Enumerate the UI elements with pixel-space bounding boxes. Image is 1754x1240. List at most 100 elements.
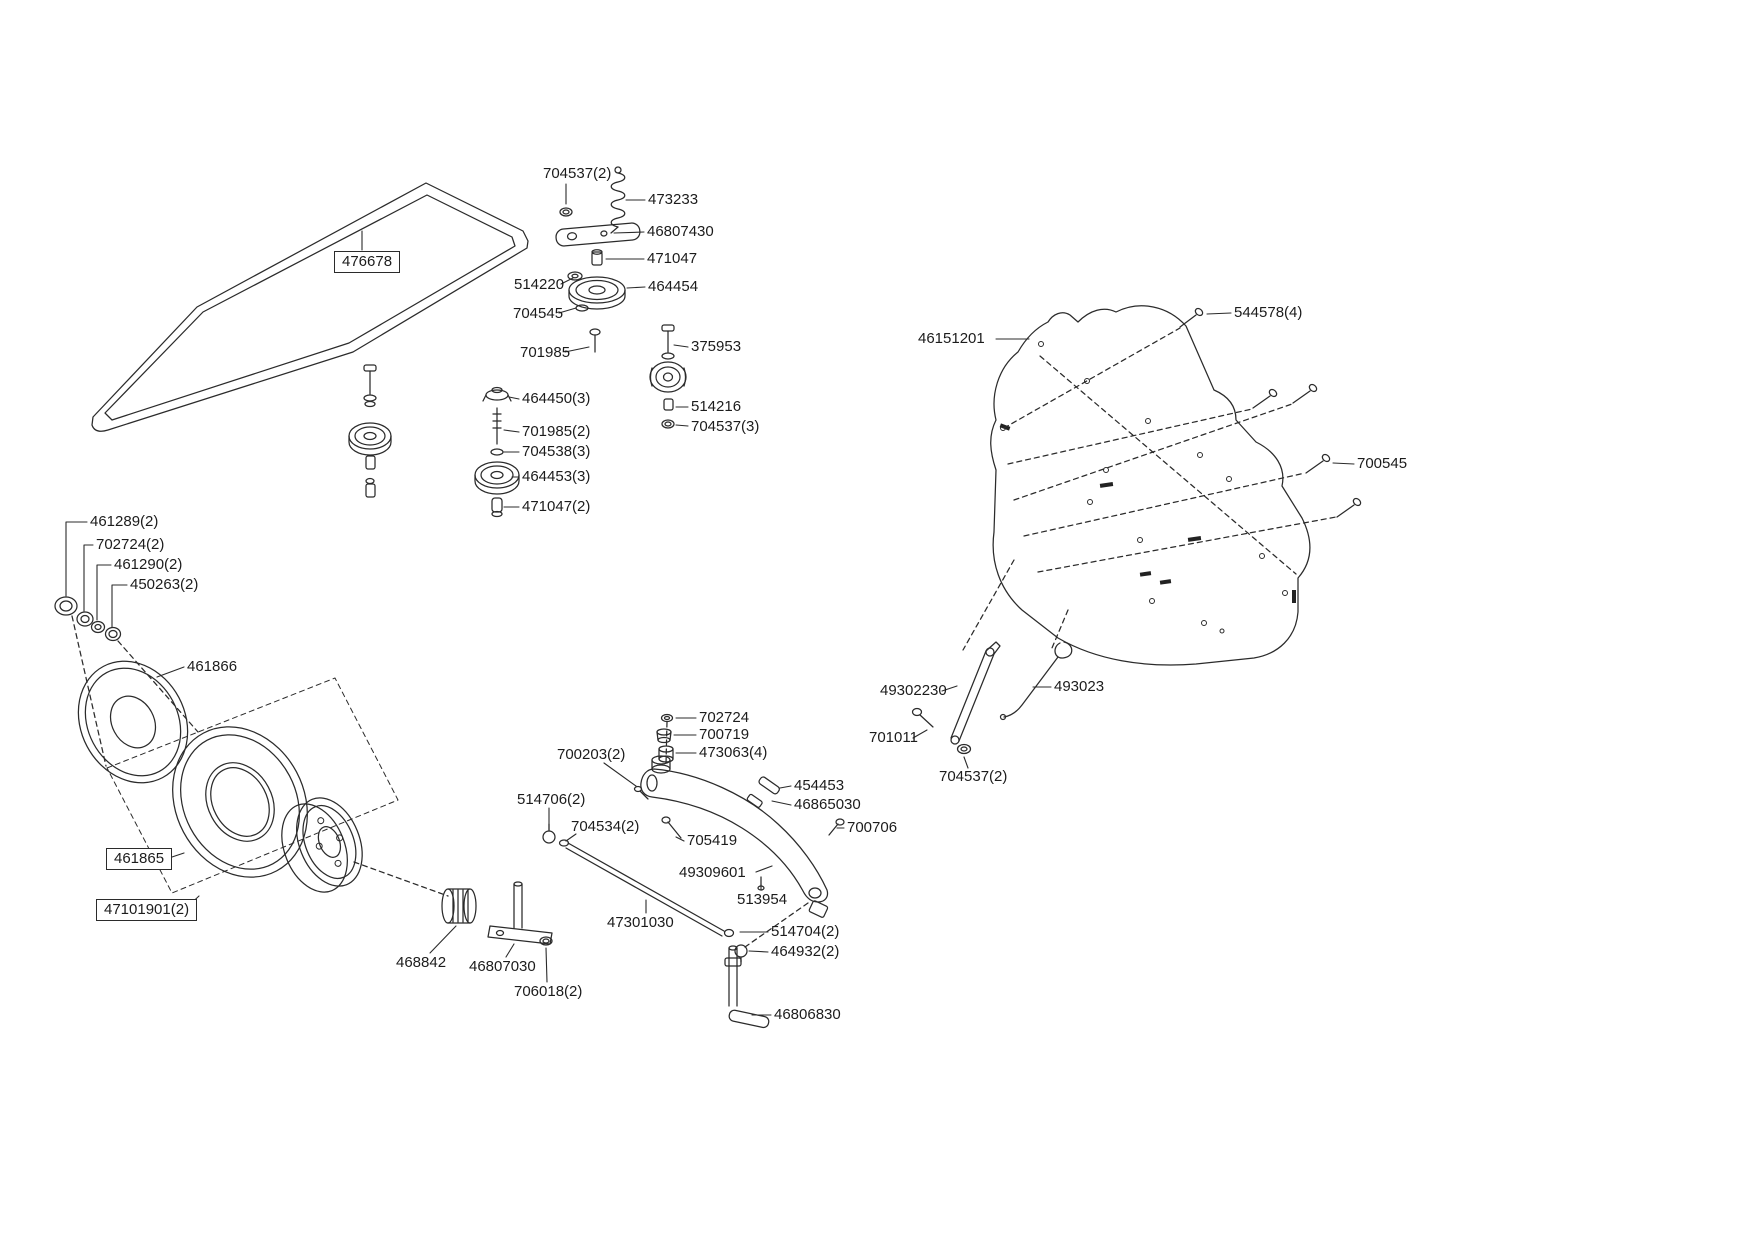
part-label: 704545 [513,305,564,322]
part-label: 49309601 [679,864,746,881]
part-label: 493023 [1054,678,1105,695]
part-label: 704537(3) [691,418,760,435]
leader-line [779,785,792,789]
part-label: 701985(2) [522,423,591,440]
part-label: 461289(2) [90,513,159,530]
part-label: 464450(3) [522,390,591,407]
arm-hardware [633,776,845,918]
caster-bearing [441,888,477,924]
leader-line [65,521,88,597]
part-label: 473063(4) [699,744,768,761]
part-label: 46865030 [794,796,861,813]
leader-line [1206,312,1232,315]
leader-line [626,286,646,289]
hub-bearing-parts [54,596,122,642]
spring-coil [610,172,626,228]
part-label: 471047 [647,250,698,267]
part-label: 514216 [691,398,742,415]
part-label: 701985 [520,344,571,361]
part-label: 461866 [187,658,238,675]
brace-nut [956,743,972,755]
part-label: 47301030 [607,914,674,931]
leader-line [429,925,457,954]
leader-line [564,346,590,353]
part-label: 468842 [396,954,447,971]
tire-large [172,726,308,878]
leader-line [508,396,520,400]
cable-link [999,641,1073,721]
leader-line [941,685,958,692]
part-label: 704537(2) [543,165,612,182]
tie-rod-assembly [542,823,748,963]
leader-line [912,729,928,739]
part-label: 46807030 [469,958,536,975]
projection-lines [71,327,1337,948]
leader-line [545,947,548,983]
part-label: 375953 [691,338,742,355]
part-label: 706018(2) [514,983,583,1000]
brace-bolt [911,707,934,728]
part-label: 513954 [737,891,788,908]
part-label: 476678 [334,251,401,273]
leader-line [83,544,94,612]
leader-line [673,344,689,348]
part-label: 700203(2) [557,746,626,763]
part-label: 702724(2) [96,536,165,553]
part-label: 46151201 [918,330,985,347]
part-label: 700719 [699,726,750,743]
leader-line [748,950,769,953]
deck-screws [1179,307,1362,518]
idler-pulley-left [348,364,392,498]
part-label: 702724 [699,709,750,726]
leader-line [675,424,689,427]
part-label: 514706(2) [517,791,586,808]
leader-line [963,756,969,769]
part-label: 473233 [648,191,699,208]
idler-bracket-assembly [555,166,641,353]
caster-fork [487,881,553,946]
leader-line [558,307,577,314]
leader-line [505,943,515,958]
part-label: 471047(2) [522,498,591,515]
idler-pulley-right [649,324,687,429]
leader-line [603,762,637,787]
leader-line [675,836,685,842]
part-label: 46807430 [647,223,714,240]
support-brace [950,641,1001,745]
deck-plate [990,305,1311,666]
idler-pulley-middle [474,386,520,518]
part-label: 700545 [1357,455,1408,472]
axle-shaft [724,945,770,1029]
leader-line [96,564,112,621]
leader-line [771,800,792,806]
leader-line [560,277,574,285]
part-label: 700706 [847,819,898,836]
leader-line [1332,462,1355,465]
part-label: 49302230 [880,682,947,699]
wheel-rim [281,797,363,893]
part-label: 705419 [687,832,738,849]
part-label: 464454 [648,278,699,295]
leader-line [565,833,577,842]
part-label: 704534(2) [571,818,640,835]
part-label: 544578(4) [1234,304,1303,321]
part-label: 47101901(2) [96,899,198,921]
part-label: 461290(2) [114,556,183,573]
leader-line [156,666,185,678]
arm-bushing-stack [656,713,674,763]
part-label: 701011 [869,729,918,746]
part-label: 464453(3) [522,468,591,485]
part-label: 454453 [794,777,845,794]
part-label: 704537(2) [939,768,1008,785]
part-label: 464932(2) [771,943,840,960]
part-label: 461865 [106,848,173,870]
part-label: 46806830 [774,1006,841,1023]
part-label: 514704(2) [771,923,840,940]
tire-small [77,660,189,784]
leader-line [503,429,520,433]
leader-line [755,865,773,873]
assembly-bounding-box [106,677,399,894]
